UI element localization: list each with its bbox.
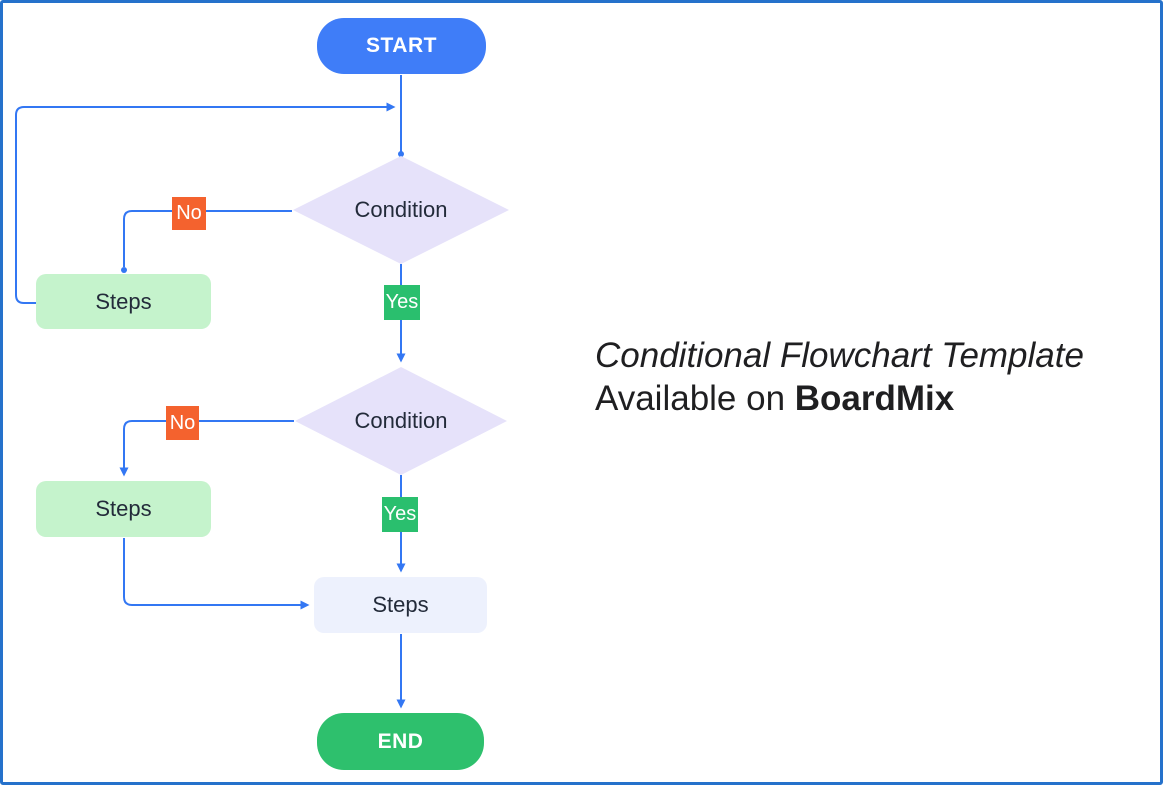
node-end-label: END — [377, 729, 424, 753]
caption: Conditional Flowchart Template Available… — [595, 334, 1084, 420]
node-condition-2-label: Condition — [354, 408, 448, 433]
node-steps-3-label: Steps — [372, 592, 429, 617]
edge-label-yes-2: Yes — [382, 497, 418, 532]
edge-condition1-no-to-steps1 — [123, 210, 292, 267]
caption-title: Conditional Flowchart Template — [595, 336, 1084, 375]
connector-dot-steps1-top — [121, 267, 127, 273]
edge-label-no-2: No — [166, 406, 199, 440]
edge-label-no-2-text: No — [169, 411, 196, 434]
node-steps-1-label: Steps — [95, 288, 152, 314]
caption-subtitle-prefix: Available on — [595, 379, 795, 418]
node-steps-2-label: Steps — [95, 496, 152, 521]
edge-label-no-1-text: No — [176, 202, 202, 224]
edge-condition2-no-to-steps2 — [119, 420, 294, 477]
node-steps-2: Steps — [36, 481, 211, 537]
node-steps-3: Steps — [314, 577, 487, 633]
node-start-label: START — [366, 34, 437, 57]
edge-label-yes-2-text: Yes — [383, 503, 417, 525]
edge-label-yes-1: Yes — [384, 285, 420, 320]
edge-steps2-to-steps3 — [123, 538, 310, 610]
connector-dot-condition1-top — [398, 151, 404, 157]
edge-steps1-loopback — [15, 102, 396, 304]
node-start: START — [317, 18, 486, 74]
caption-subtitle: Available on BoardMix — [595, 377, 1084, 420]
node-steps-1: Steps — [36, 274, 211, 329]
node-condition-1-label: Condition — [354, 197, 448, 222]
edge-label-no-1: No — [172, 197, 206, 230]
node-end: END — [317, 713, 484, 770]
caption-brand: BoardMix — [794, 379, 955, 418]
edge-label-yes-1-text: Yes — [385, 291, 419, 313]
